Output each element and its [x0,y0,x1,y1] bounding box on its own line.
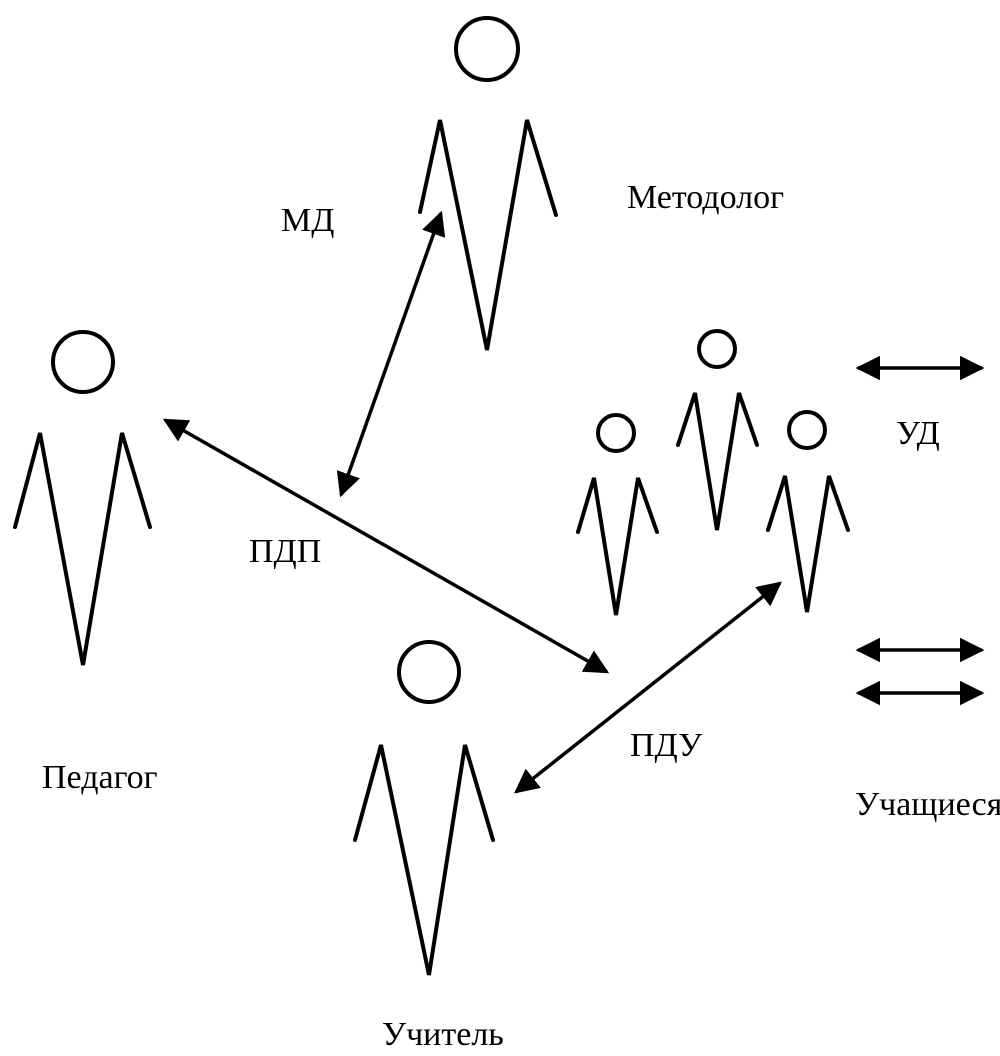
ud-label: УД [896,415,940,452]
methodologist-body [418,119,558,351]
methodologist-label: Методолог [627,179,784,216]
teacher-label: Учитель [382,1016,504,1053]
student-head [787,410,827,450]
student-head [697,329,737,369]
teacher-figure [353,640,495,976]
student-head [596,413,636,453]
pedagogue-figure [13,330,152,666]
methodologist-head [454,16,520,82]
student-body [676,392,759,531]
pdu-arrow [514,581,782,794]
student-figure-right [766,410,850,613]
pedagogue-head [51,330,115,394]
methodologist-figure [418,16,558,351]
pdu-label: ПДУ [630,727,703,764]
teacher-body [353,744,495,976]
md-arrow [336,210,446,498]
md-label: МД [281,202,334,239]
student-body [766,475,850,613]
pdp-label: ПДП [249,533,321,570]
students-group [576,329,850,616]
student-body [576,477,659,616]
pedagogue-body [13,432,152,666]
pdp-arrow [162,418,610,674]
pedagogue-label: Педагог [42,759,158,796]
student-figure-left [576,413,659,616]
student-figure-middle [676,329,759,531]
students-label: Учащиеся [855,786,1000,823]
teacher-head [397,640,461,704]
